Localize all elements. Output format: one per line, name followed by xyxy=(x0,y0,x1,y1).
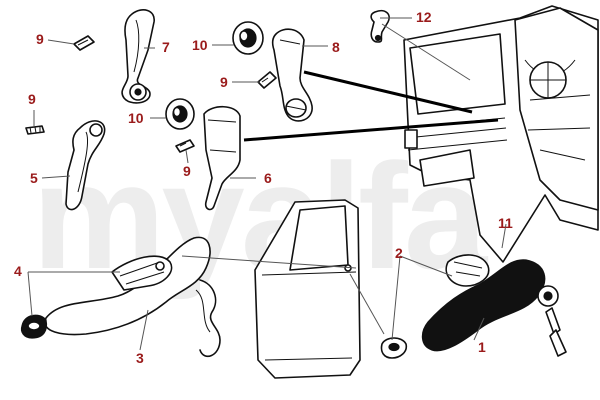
part-8-pull-handle xyxy=(271,28,313,122)
callout-9: 9 xyxy=(28,91,36,107)
callout-4: 4 xyxy=(14,263,22,279)
part-9-screw-a xyxy=(73,35,95,51)
callout-6: 6 xyxy=(264,170,272,186)
callout-7: 7 xyxy=(162,39,170,55)
assembly-arrows xyxy=(181,23,499,335)
callout-3: 3 xyxy=(136,350,144,366)
car-door-illustration xyxy=(403,5,599,263)
part-6-handle-cover xyxy=(203,105,241,211)
part-12-lock-lever xyxy=(370,9,390,43)
callout-1: 1 xyxy=(478,339,486,355)
callout-leaders xyxy=(27,17,507,351)
part-9-screw-b xyxy=(257,71,277,89)
part-2-gasket-right xyxy=(380,337,408,359)
callout-12: 12 xyxy=(416,9,432,25)
part-9-screw-d xyxy=(175,139,195,153)
part-3-exterior-handle xyxy=(44,236,221,358)
callout-11: 11 xyxy=(498,215,513,231)
callout-9: 9 xyxy=(36,31,44,47)
door-panel-illustration xyxy=(254,199,361,379)
part-1-exterior-handle-lock xyxy=(421,254,567,357)
part-5-window-crank xyxy=(65,120,106,211)
callout-10: 10 xyxy=(128,110,144,126)
callout-2: 2 xyxy=(395,245,403,261)
callout-9: 9 xyxy=(220,74,228,90)
callout-labels: 9 7 10 8 9 9 10 9 5 6 4 3 2 1 11 12 xyxy=(14,9,513,366)
part-10-washer-upper xyxy=(232,21,264,55)
callout-10: 10 xyxy=(192,37,208,53)
part-7-window-crank xyxy=(121,9,155,104)
callout-5: 5 xyxy=(30,170,38,186)
callout-8: 8 xyxy=(332,39,340,55)
part-10-washer-lower xyxy=(165,98,195,130)
part-9-screw-c xyxy=(25,125,45,135)
part-4-gasket-left xyxy=(20,314,48,339)
callout-9: 9 xyxy=(183,163,191,179)
